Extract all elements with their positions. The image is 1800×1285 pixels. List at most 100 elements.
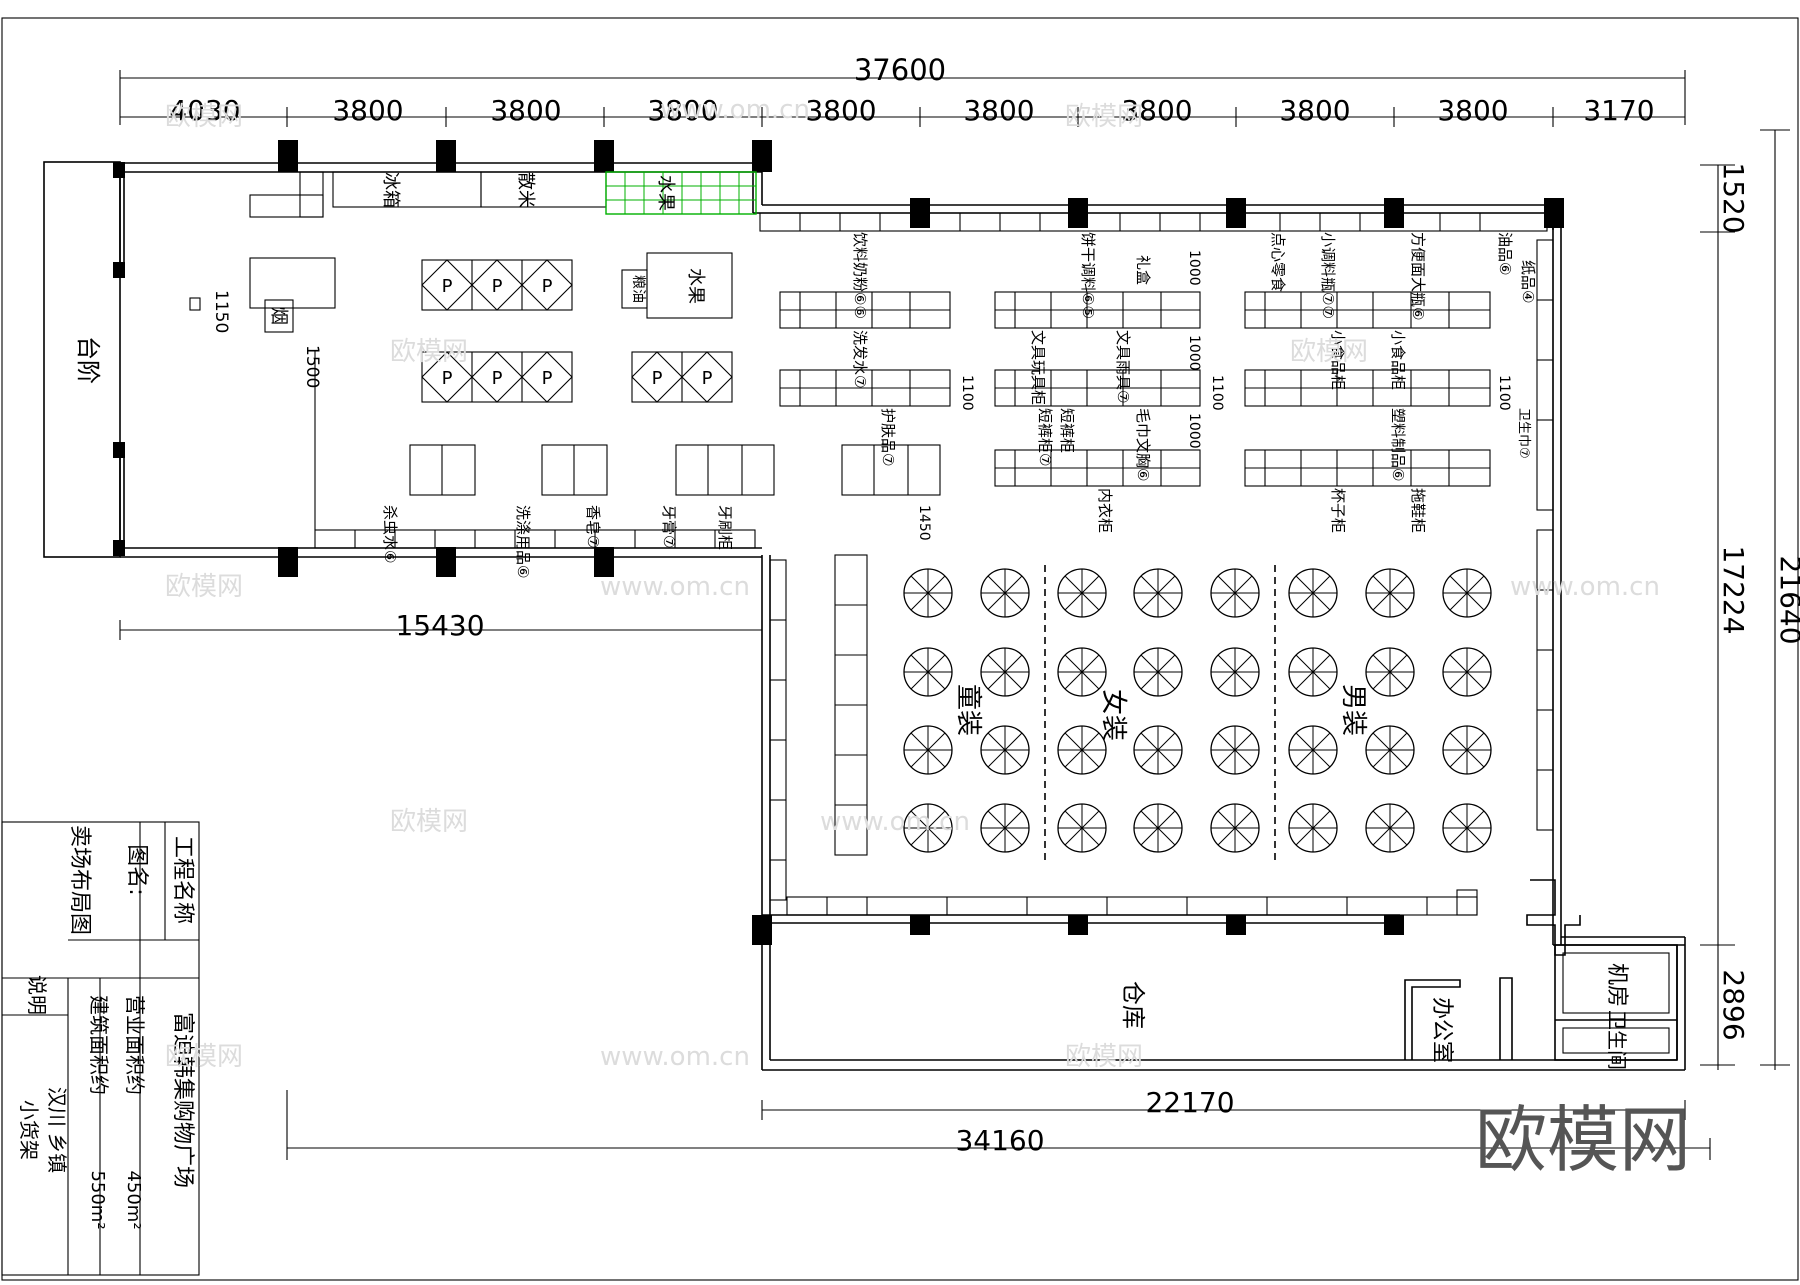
- tobacco-label: 烟: [268, 307, 289, 325]
- rack-spoke: [1064, 575, 1100, 611]
- shelf-label: 拖鞋柜: [1409, 488, 1427, 533]
- drawing-label: 图名:: [124, 844, 149, 895]
- project-label: 工程名称: [170, 836, 195, 924]
- dim-1500: 1500: [302, 345, 322, 388]
- fruit-label: 水果: [655, 175, 676, 211]
- watermark-site: www.om.cn: [820, 807, 970, 837]
- dim-1100: 1100: [1209, 375, 1225, 411]
- grain-oil-label: 粮油: [630, 275, 646, 303]
- rack-spoke: [1140, 654, 1176, 690]
- watermark-site: www.om.cn: [1510, 572, 1660, 602]
- rack-spoke: [1140, 575, 1176, 611]
- dim-right-total: 21640: [1774, 555, 1800, 644]
- rack-spoke: [910, 575, 946, 611]
- watermark-brand: 欧模网: [1065, 1042, 1143, 1072]
- shelf-labels: 饮料奶粉⑥⑥ 饼干调料⑥⑤ 礼盒 点心零食 小调料瓶⑦⑦ 方便面大瓶⑥ 油品⑥ …: [381, 232, 1537, 578]
- rack-spoke: [987, 575, 1023, 611]
- dim-seg: 3800: [490, 94, 561, 127]
- drawing-frame: [1, 17, 1799, 1281]
- rack-spoke: [1295, 575, 1331, 611]
- shelf-label: 油品⑥: [1496, 232, 1514, 275]
- rack-spoke: [1372, 575, 1408, 611]
- rack-spoke: [987, 654, 1023, 690]
- title-block: [1, 821, 200, 1276]
- top-dimension-lines: [119, 70, 1686, 127]
- shelf-label: 点心零食: [1269, 232, 1287, 292]
- rack-spoke: [910, 654, 946, 690]
- build-area-value: 550m²: [87, 1170, 108, 1229]
- dim-seg: 3800: [332, 94, 403, 127]
- dim-seg: 3800: [1121, 94, 1192, 127]
- clothing-dividers: [1044, 565, 1276, 860]
- room-labels: 台阶 仓库 办公室 机房 卫生间 童装 女装 男装: [74, 336, 1629, 1070]
- rack-spoke: [1449, 654, 1485, 690]
- svg-text:P: P: [542, 368, 553, 389]
- svg-text:P: P: [442, 368, 453, 389]
- rack-spoke: [1064, 732, 1100, 768]
- dim-right-top: 1520: [1717, 162, 1750, 233]
- dim-seg: 4030: [169, 94, 240, 127]
- shelf-label: 礼盒: [1134, 255, 1152, 285]
- dim-top-segments: 4030 3800 3800 3800 3800 3800 3800 3800 …: [169, 94, 1654, 127]
- sales-area-label: 营业面积约: [123, 995, 147, 1095]
- dim-1000: 1000: [1186, 335, 1202, 371]
- svg-text:P: P: [652, 368, 663, 389]
- shelf-label: 卫生巾⑦: [1516, 408, 1531, 459]
- rack-spoke: [1217, 810, 1253, 846]
- shelf-label: 文具雨具⑦: [1114, 330, 1132, 403]
- watermark-brand: 欧模网: [390, 807, 468, 837]
- svg-text:P: P: [492, 368, 503, 389]
- machine-room-label: 机房: [1604, 963, 1629, 1007]
- shelf-label: 香皂⑦: [584, 505, 602, 548]
- shelf-label: 纸品④: [1519, 260, 1537, 303]
- watermark-site: www.om.cn: [600, 1042, 750, 1072]
- logo-watermark: 欧模网: [1475, 1098, 1691, 1182]
- shelf-label: 杯子柜: [1329, 488, 1347, 533]
- shelf-label: 护肤品⑦: [879, 408, 897, 466]
- rack-spoke: [1295, 810, 1331, 846]
- loose-rice-label: 散米: [515, 172, 536, 208]
- project-name: 富迪韩集购物广场: [170, 1012, 195, 1188]
- rack-spoke: [1140, 810, 1176, 846]
- wall-shelving: [314, 212, 1554, 916]
- rack-spoke: [1064, 654, 1100, 690]
- rack-spoke: [1295, 654, 1331, 690]
- watermarks: www.om.cn 欧模网 欧模网 欧模网 欧模网 欧模网 www.om.cn …: [165, 95, 1691, 1182]
- watermark-brand: 欧模网: [165, 572, 243, 602]
- dim-1000: 1000: [1186, 250, 1202, 286]
- svg-text:P: P: [542, 276, 553, 297]
- right-dims: 1520 17224 21640 2896: [1717, 162, 1800, 1040]
- rack-spoke: [1217, 732, 1253, 768]
- mens-wear-label: 男装: [1338, 684, 1368, 736]
- shelf-label: 饮料奶粉⑥⑥: [851, 232, 869, 319]
- steps-label: 台阶: [74, 336, 102, 384]
- dim-1000: 1000: [1186, 413, 1202, 449]
- rack-spoke: [1295, 732, 1331, 768]
- promo-islands: [409, 259, 941, 496]
- inner-dimensions: 1150 1500 1450 1000 1000 1000 1100 1100 …: [211, 250, 1512, 541]
- dim-1100: 1100: [959, 375, 975, 411]
- rack-spoke: [1449, 575, 1485, 611]
- svg-text:P: P: [442, 276, 453, 297]
- rack-spoke: [1217, 575, 1253, 611]
- fruit-display: [605, 171, 757, 215]
- shelf-label: 毛巾文胸⑥: [1134, 408, 1152, 481]
- title-block-text: 工程名称 富迪韩集购物广场 图名: 卖场布局图 营业面积约 450m² 建筑面积…: [17, 825, 195, 1230]
- watermark-brand: 欧模网: [390, 337, 468, 367]
- shelf-label: 塑料制品⑥: [1389, 408, 1407, 481]
- rack-spoke: [1449, 810, 1485, 846]
- shelf-label: 小食品柜: [1389, 330, 1407, 390]
- shelf-label: 小食品柜: [1329, 330, 1347, 390]
- clothing-racks: [903, 568, 1492, 853]
- rack-spoke: [987, 810, 1023, 846]
- dim-1100: 1100: [1496, 375, 1512, 411]
- watermark-brand: 欧模网: [165, 102, 243, 132]
- dim-seg: 3170: [1583, 94, 1654, 127]
- dim-left-wing: 15430: [395, 609, 484, 642]
- shelf-label: 牙膏⑦: [660, 505, 678, 548]
- shelf-label: 洗发水⑦: [851, 330, 869, 388]
- shelf-label: 短裤柜: [1058, 408, 1076, 453]
- note-line2: 小货架: [17, 1100, 41, 1160]
- toilet-label: 卫生间: [1605, 1010, 1629, 1070]
